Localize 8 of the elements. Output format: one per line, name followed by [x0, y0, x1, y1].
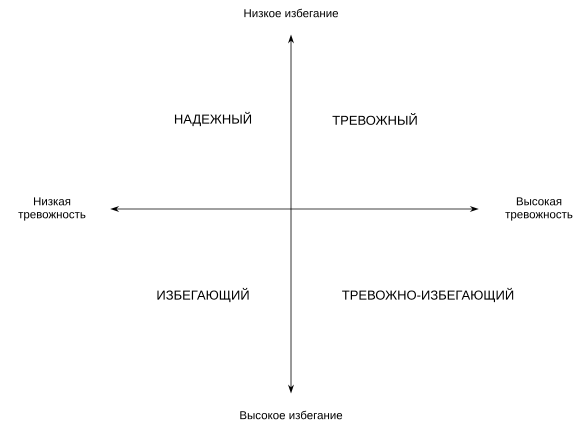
- axis-label: Высокое избегание: [240, 410, 342, 420]
- quadrant-label: ТРЕВОЖНЫЙ: [332, 113, 417, 125]
- quadrant-label: ИЗБЕГАЮЩИЙ: [157, 288, 249, 302]
- axis-label: Низкая тревожность: [18, 197, 86, 221]
- quadrant-label: ТРЕВОЖНО-ИЗБЕГАЮЩИЙ: [342, 288, 514, 302]
- axis-label: Высокая тревожность: [505, 197, 572, 221]
- quadrant-label: НАДЕЖНЫЙ: [174, 112, 252, 126]
- axis-label: Низкое избегание: [244, 8, 338, 18]
